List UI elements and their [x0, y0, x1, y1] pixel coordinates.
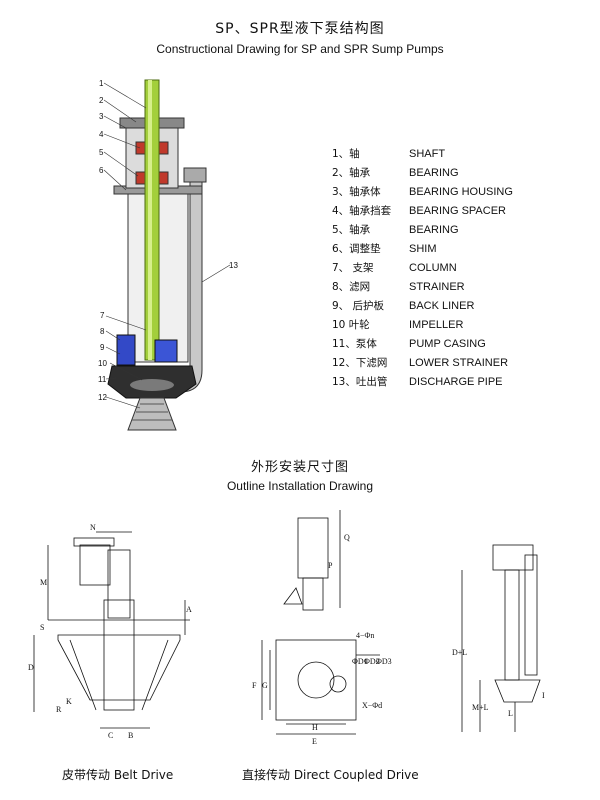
- dim-belt-M: M: [40, 578, 47, 587]
- callout-1: 1: [99, 79, 104, 88]
- dim-side-I: I: [542, 691, 545, 700]
- dim-direct-Xd: X−Φd: [362, 701, 382, 710]
- callout-9: 9: [100, 343, 105, 352]
- direct-drive-drawing: [261, 510, 380, 735]
- dim-side-DL: D+L: [452, 648, 467, 657]
- dim-belt-C: C: [108, 731, 113, 740]
- callout-10: 10: [98, 359, 107, 368]
- page-title-cn: SP、SPR型液下泵结构图: [215, 21, 385, 37]
- dim-belt-N: N: [90, 523, 96, 532]
- dim-direct-H: H: [312, 723, 318, 732]
- caption-belt-drive: 皮带传动 Belt Drive: [62, 768, 174, 782]
- callout-3: 3: [99, 112, 104, 121]
- dim-direct-F: F: [252, 681, 257, 690]
- lower-strainer: [127, 397, 177, 431]
- dim-direct-4n: 4−Φn: [356, 631, 374, 640]
- dim-direct-D2: ΦD2: [364, 657, 380, 666]
- belt-drive-drawing: [33, 531, 190, 729]
- dim-belt-K: K: [66, 697, 72, 706]
- dim-belt-D: D: [28, 663, 34, 672]
- dim-direct-D1: ΦD1: [352, 657, 368, 666]
- pump-cross-section: 1 2 3 4 5 6 7 8 9 10 11 12 13: [98, 79, 238, 431]
- callout-12: 12: [98, 393, 107, 402]
- dim-direct-E: E: [312, 737, 317, 746]
- section-title-cn: 外形安装尺寸图: [250, 460, 349, 475]
- dim-direct-G: G: [262, 681, 268, 690]
- callout-4: 4: [99, 130, 104, 139]
- dim-direct-P: P: [328, 561, 333, 570]
- dim-belt-A: A: [186, 605, 192, 614]
- dim-belt-S: S: [40, 623, 44, 632]
- callout-6: 6: [99, 166, 104, 175]
- callout-8: 8: [100, 327, 105, 336]
- callout-2: 2: [99, 96, 104, 105]
- dim-belt-R: R: [56, 705, 62, 714]
- dim-direct-D3: ΦD3: [376, 657, 392, 666]
- side-view-drawing: [461, 544, 541, 732]
- caption-direct-drive: 直接传动 Direct Coupled Drive: [242, 768, 419, 782]
- callout-13: 13: [229, 261, 238, 270]
- callout-11: 11: [98, 375, 107, 384]
- callout-5: 5: [99, 148, 104, 157]
- dim-direct-Q: Q: [344, 533, 350, 542]
- section-title-en: Outline Installation Drawing: [226, 479, 374, 493]
- dim-side-ML: M+L: [472, 703, 489, 712]
- dim-side-L: L: [508, 709, 513, 718]
- page-title-en: Constructional Drawing for SP and SPR Su…: [156, 42, 444, 56]
- dim-belt-B: B: [128, 731, 133, 740]
- callout-7: 7: [100, 311, 105, 320]
